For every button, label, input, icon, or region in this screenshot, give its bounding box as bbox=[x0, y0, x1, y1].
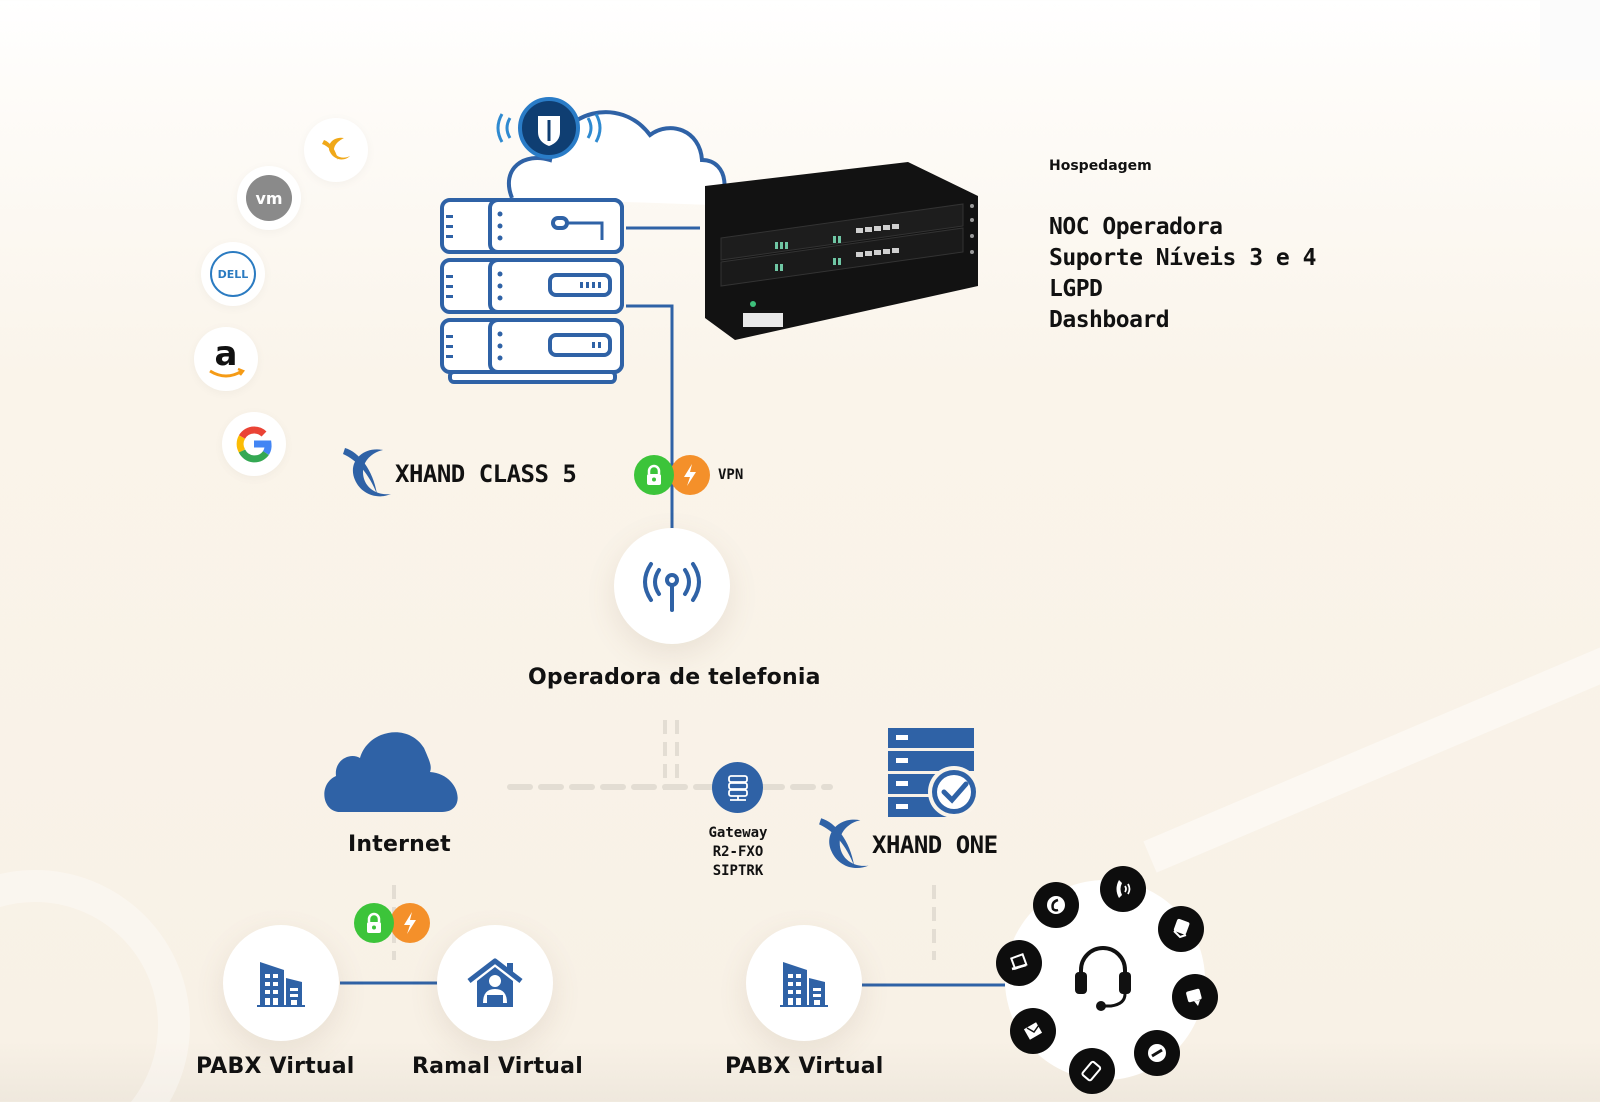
security-shield-icon bbox=[496, 97, 602, 159]
pabx-right-label: PABX Virtual bbox=[725, 1054, 884, 1079]
xhand-one-title: XHAND ONE bbox=[872, 831, 998, 859]
gateway-label: Gateway R2-FXO SIPTRK bbox=[708, 825, 768, 879]
carrier-node bbox=[614, 528, 730, 644]
dell-logo-icon: DELL bbox=[210, 251, 256, 297]
hosting-feature: NOC Operadora bbox=[1049, 214, 1223, 240]
gateway-node bbox=[712, 762, 763, 813]
carrier-label: Operadora de telefonia bbox=[528, 665, 821, 690]
mobile-channel-icon bbox=[1069, 1048, 1115, 1094]
lightning-icon bbox=[390, 903, 430, 943]
lightning-icon bbox=[670, 455, 710, 495]
phone-channel-icon bbox=[1100, 866, 1146, 912]
email-channel-icon bbox=[1010, 1008, 1056, 1054]
internet-label: Internet bbox=[348, 832, 451, 857]
office-building-icon bbox=[257, 962, 305, 1007]
office-building-icon bbox=[780, 962, 828, 1007]
google-logo-bubble bbox=[222, 412, 286, 476]
home-worker-icon bbox=[467, 958, 523, 1007]
xhand-one-brand: XHAND ONE bbox=[818, 812, 998, 878]
xhand-class5-brand: XHAND CLASS 5 bbox=[343, 442, 577, 506]
chat-channel-icon bbox=[1033, 882, 1079, 928]
vpn-badge: VPN bbox=[634, 455, 743, 495]
amazon-logo-bubble: a bbox=[194, 327, 258, 391]
xhand-logo-icon bbox=[322, 137, 350, 160]
hosting-feature-list: NOC Operadora Suporte Níveis 3 e 4 LGPD … bbox=[1049, 212, 1316, 336]
headset-icon bbox=[1075, 946, 1131, 1011]
amazon-logo-icon: a bbox=[209, 335, 245, 378]
svg-text:a: a bbox=[215, 335, 238, 374]
hosting-feature: LGPD bbox=[1049, 276, 1103, 302]
server-check-icon bbox=[888, 728, 980, 818]
xhand-logo-bubble bbox=[304, 118, 368, 182]
vpn-badge-bottom bbox=[354, 903, 430, 943]
video-channel-icon bbox=[1172, 974, 1218, 1020]
lock-icon bbox=[634, 455, 674, 495]
hosting-feature: Dashboard bbox=[1049, 307, 1170, 333]
xhand-class5-title: XHAND CLASS 5 bbox=[395, 460, 577, 488]
vmware-logo-bubble: vm bbox=[237, 166, 301, 230]
rack-hardware-image bbox=[705, 162, 978, 340]
decorative-corner bbox=[1540, 0, 1600, 80]
xhand-swoosh-icon bbox=[819, 818, 869, 869]
lock-icon bbox=[354, 903, 394, 943]
vpn-label: VPN bbox=[718, 467, 744, 483]
ramal-node bbox=[437, 925, 553, 1041]
dell-logo-bubble: DELL bbox=[201, 242, 265, 306]
pabx-left-label: PABX Virtual bbox=[196, 1054, 355, 1079]
line-server-carrier bbox=[626, 304, 674, 532]
link-channel-icon bbox=[1134, 1030, 1180, 1076]
internet-cloud-icon bbox=[324, 732, 458, 812]
hosting-feature: Suporte Níveis 3 e 4 bbox=[1049, 245, 1316, 271]
pabx-right-node bbox=[746, 925, 862, 1041]
antenna-signal-icon bbox=[643, 562, 701, 612]
vmware-logo-icon: vm bbox=[246, 175, 292, 221]
hosting-caption: Hospedagem bbox=[1049, 158, 1152, 174]
google-logo-icon bbox=[236, 426, 272, 463]
pabx-left-node bbox=[223, 925, 339, 1041]
ramal-label: Ramal Virtual bbox=[412, 1054, 583, 1079]
server-cloud-icon bbox=[440, 110, 727, 384]
xhand-swoosh-icon bbox=[343, 448, 391, 497]
gateway-server-icon bbox=[727, 774, 748, 801]
social-channel-icon bbox=[1158, 906, 1204, 952]
laptop-channel-icon bbox=[996, 940, 1042, 986]
